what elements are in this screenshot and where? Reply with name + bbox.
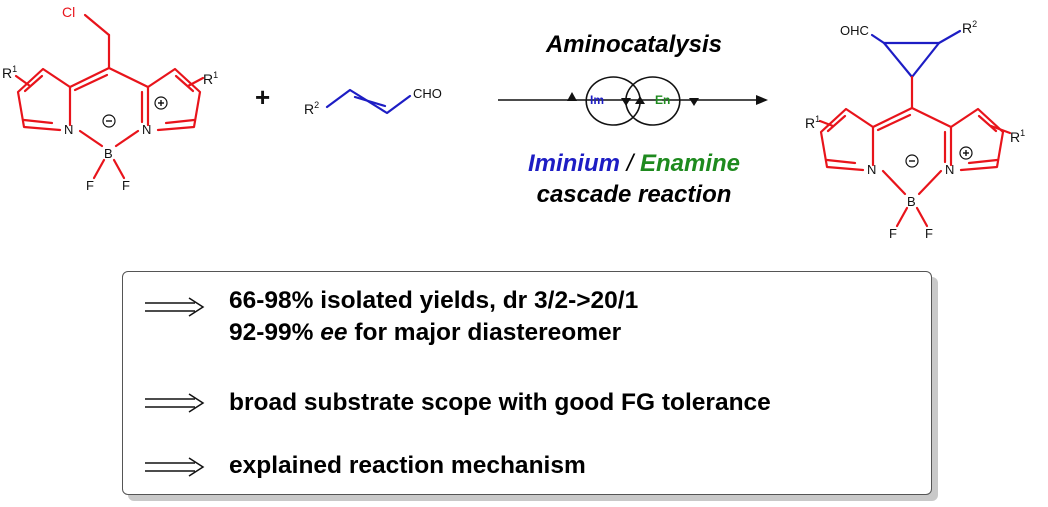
enamine-cycle	[585, 76, 641, 126]
cycle-im-label: Im	[590, 93, 604, 107]
aldehyde-label: CHO	[413, 86, 442, 101]
left-pyrrole-double2	[22, 118, 54, 125]
bond-b-f1	[92, 158, 106, 180]
reactant-bodipy: Cl R1 R1 N N B F F	[2, 4, 218, 193]
bond-ch2-cl	[83, 13, 111, 37]
product-left-double	[826, 114, 847, 133]
product-nitrogen-right: N	[945, 162, 954, 177]
nitrogen-left: N	[64, 122, 73, 137]
product-meso-bonds	[871, 106, 953, 129]
yields-text: 66-98% isolated yields, dr 3/2->20/1	[229, 287, 639, 314]
boron: B	[104, 146, 113, 161]
product-meso-double	[876, 113, 912, 132]
product-left-pyrrole	[819, 107, 875, 172]
bullet-scope	[143, 386, 205, 416]
cycle-en-label: En	[655, 93, 670, 107]
ee-abbrev: ee	[320, 319, 348, 346]
r1-right-bond	[186, 76, 205, 88]
fluorine-1: F	[86, 178, 94, 193]
fluorine-2: F	[122, 178, 130, 193]
iminium-cycle	[625, 76, 681, 126]
enal-double-bond	[353, 95, 387, 108]
product-r1-right-label: R1	[1010, 128, 1025, 145]
chlorine-label: Cl	[62, 4, 75, 20]
boron-negative-charge	[102, 114, 116, 128]
left-pyrrole	[16, 67, 72, 132]
meso-double-left	[73, 73, 109, 92]
ee-text: 92-99% ee for major diastereomer	[229, 319, 622, 346]
scope-text: broad substrate scope with good FG toler…	[229, 389, 771, 416]
bullet-mechanism	[143, 450, 205, 480]
product-nitrogen-left: N	[867, 162, 876, 177]
nitrogen-right: N	[142, 122, 151, 137]
summary-box: 66-98% isolated yields, dr 3/2->20/1 92-…	[122, 271, 932, 495]
product-right-pyrrole	[949, 107, 1005, 172]
product-r2-label: R2	[962, 19, 977, 36]
product-fluorine-2: F	[925, 226, 933, 241]
bond-n-b-left	[78, 129, 104, 148]
product-boron: B	[907, 194, 916, 209]
catalysis-title: Aminocatalysis	[545, 31, 722, 58]
bond-b-f2	[112, 158, 126, 180]
right-pyrrole-double2	[164, 118, 196, 125]
product-r1-left-bond	[818, 119, 835, 128]
product-bond-n-b-left	[881, 169, 907, 196]
product-right-double	[977, 114, 998, 133]
r2-label: R2	[304, 100, 319, 117]
product-fluorine-1: F	[889, 226, 897, 241]
product-nitrogen-positive-charge	[959, 146, 973, 160]
nitrogen-positive-charge	[154, 96, 168, 110]
product-bond-n-b-right	[917, 169, 943, 196]
product-right-double2	[967, 158, 999, 165]
product-aldehyde-label: OHC	[840, 23, 869, 38]
r1-left-label: R1	[2, 64, 17, 81]
product-r1-right-bond	[989, 124, 1012, 135]
meso-bonds	[68, 66, 150, 89]
mode-line: Iminium / Enamine	[528, 150, 740, 177]
reaction-conditions: Aminocatalysis Im En Iminium / Enamine c…	[498, 31, 768, 208]
reactant-enal: R2 CHO	[304, 86, 442, 117]
implies-arrow-icon	[145, 393, 205, 413]
reaction-arrowhead	[756, 95, 768, 105]
right-pyrrole	[146, 67, 202, 132]
r1-left-bond	[14, 74, 32, 88]
reaction-scheme: Cl R1 R1 N N B F F +	[2, 4, 1025, 241]
implies-arrow-icon	[145, 297, 205, 317]
product-bond-b-f1	[895, 206, 909, 228]
bond-cho	[870, 33, 886, 45]
product-boron-negative-charge	[905, 154, 919, 168]
r1-right-label: R1	[203, 70, 218, 87]
bond-n-b-right	[114, 129, 140, 148]
left-pyrrole-double	[23, 74, 44, 93]
mechanism-text: explained reaction mechanism	[229, 452, 586, 479]
bond-r2	[937, 29, 962, 45]
implies-arrow-icon	[145, 457, 205, 477]
bullet-yields	[143, 290, 205, 320]
cyclopropane-ring	[882, 41, 941, 79]
product-bodipy: OHC R2 R1 R1 N N B F F	[805, 19, 1025, 241]
product-r1-left-label: R1	[805, 114, 820, 131]
plus-sign: +	[255, 82, 270, 112]
reaction-subtitle: cascade reaction	[537, 181, 732, 208]
product-bond-b-f2	[915, 206, 929, 228]
product-left-double2	[825, 158, 857, 165]
right-pyrrole-double	[174, 74, 195, 93]
